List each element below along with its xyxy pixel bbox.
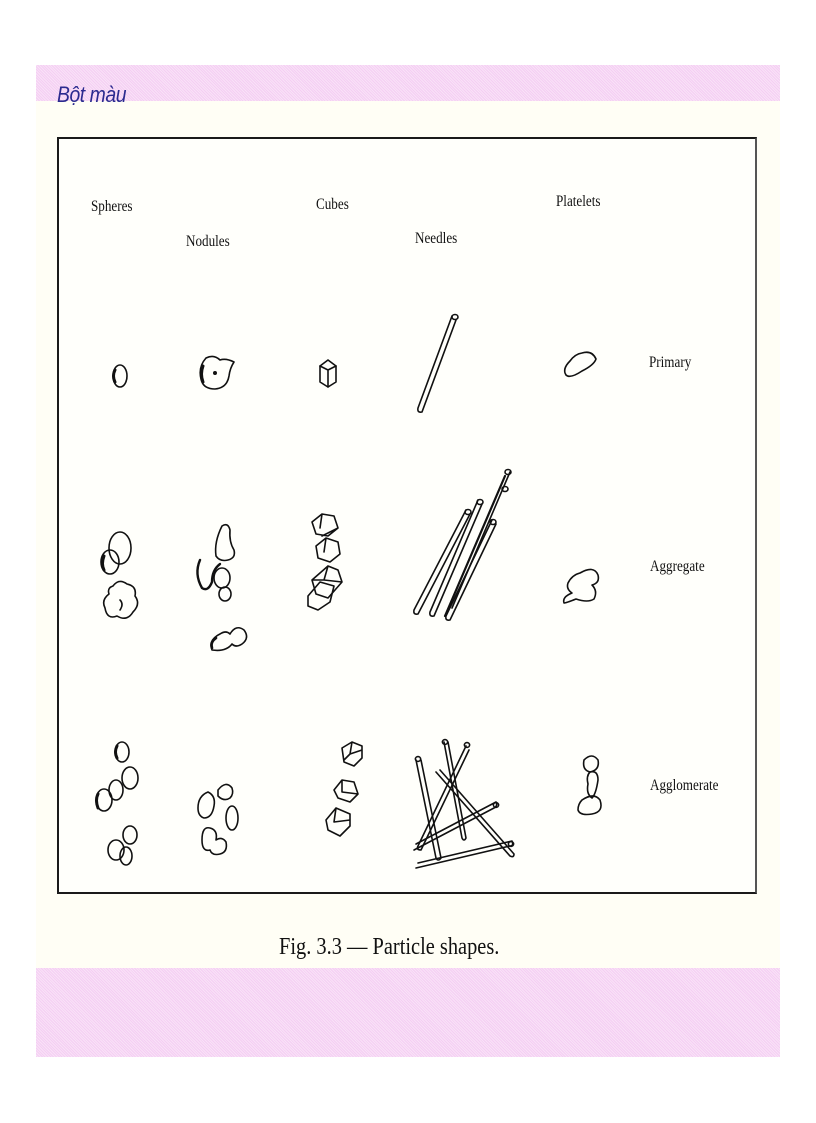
sphere-primary-icon <box>112 364 128 388</box>
slide-title: Bột màu <box>57 82 127 107</box>
needle-aggregate-icon <box>413 468 512 621</box>
figure-caption: Fig. 3.3 — Particle shapes. <box>279 934 500 960</box>
nodule-agglomerate-icon <box>197 783 239 856</box>
column-header-cubes: Cubes <box>316 196 349 213</box>
column-header-spheres: Spheres <box>91 198 133 215</box>
nodule-aggregate-icon <box>196 523 248 652</box>
cube-agglomerate-icon <box>325 741 363 837</box>
column-header-platelets: Platelets <box>556 193 601 210</box>
sphere-aggregate-icon <box>100 531 139 620</box>
figure-frame <box>57 137 757 894</box>
platelet-aggregate-icon <box>562 568 600 604</box>
column-header-nodules: Nodules <box>186 233 230 250</box>
needle-agglomerate-icon <box>413 738 515 869</box>
cube-primary-icon <box>319 359 337 388</box>
row-label-primary: Primary <box>649 354 692 371</box>
column-header-needles: Needles <box>415 230 458 247</box>
platelet-primary-icon <box>563 351 597 378</box>
platelet-agglomerate-icon <box>577 755 602 816</box>
row-label-aggregate: Aggregate <box>650 558 705 575</box>
sphere-agglomerate-icon <box>95 741 139 866</box>
row-label-agglomerate: Agglomerate <box>650 777 719 794</box>
needle-primary-icon <box>417 313 459 413</box>
cube-aggregate-icon <box>307 513 343 611</box>
title-band <box>36 65 780 101</box>
footer-band <box>36 968 780 1057</box>
nodule-primary-icon <box>199 355 235 390</box>
